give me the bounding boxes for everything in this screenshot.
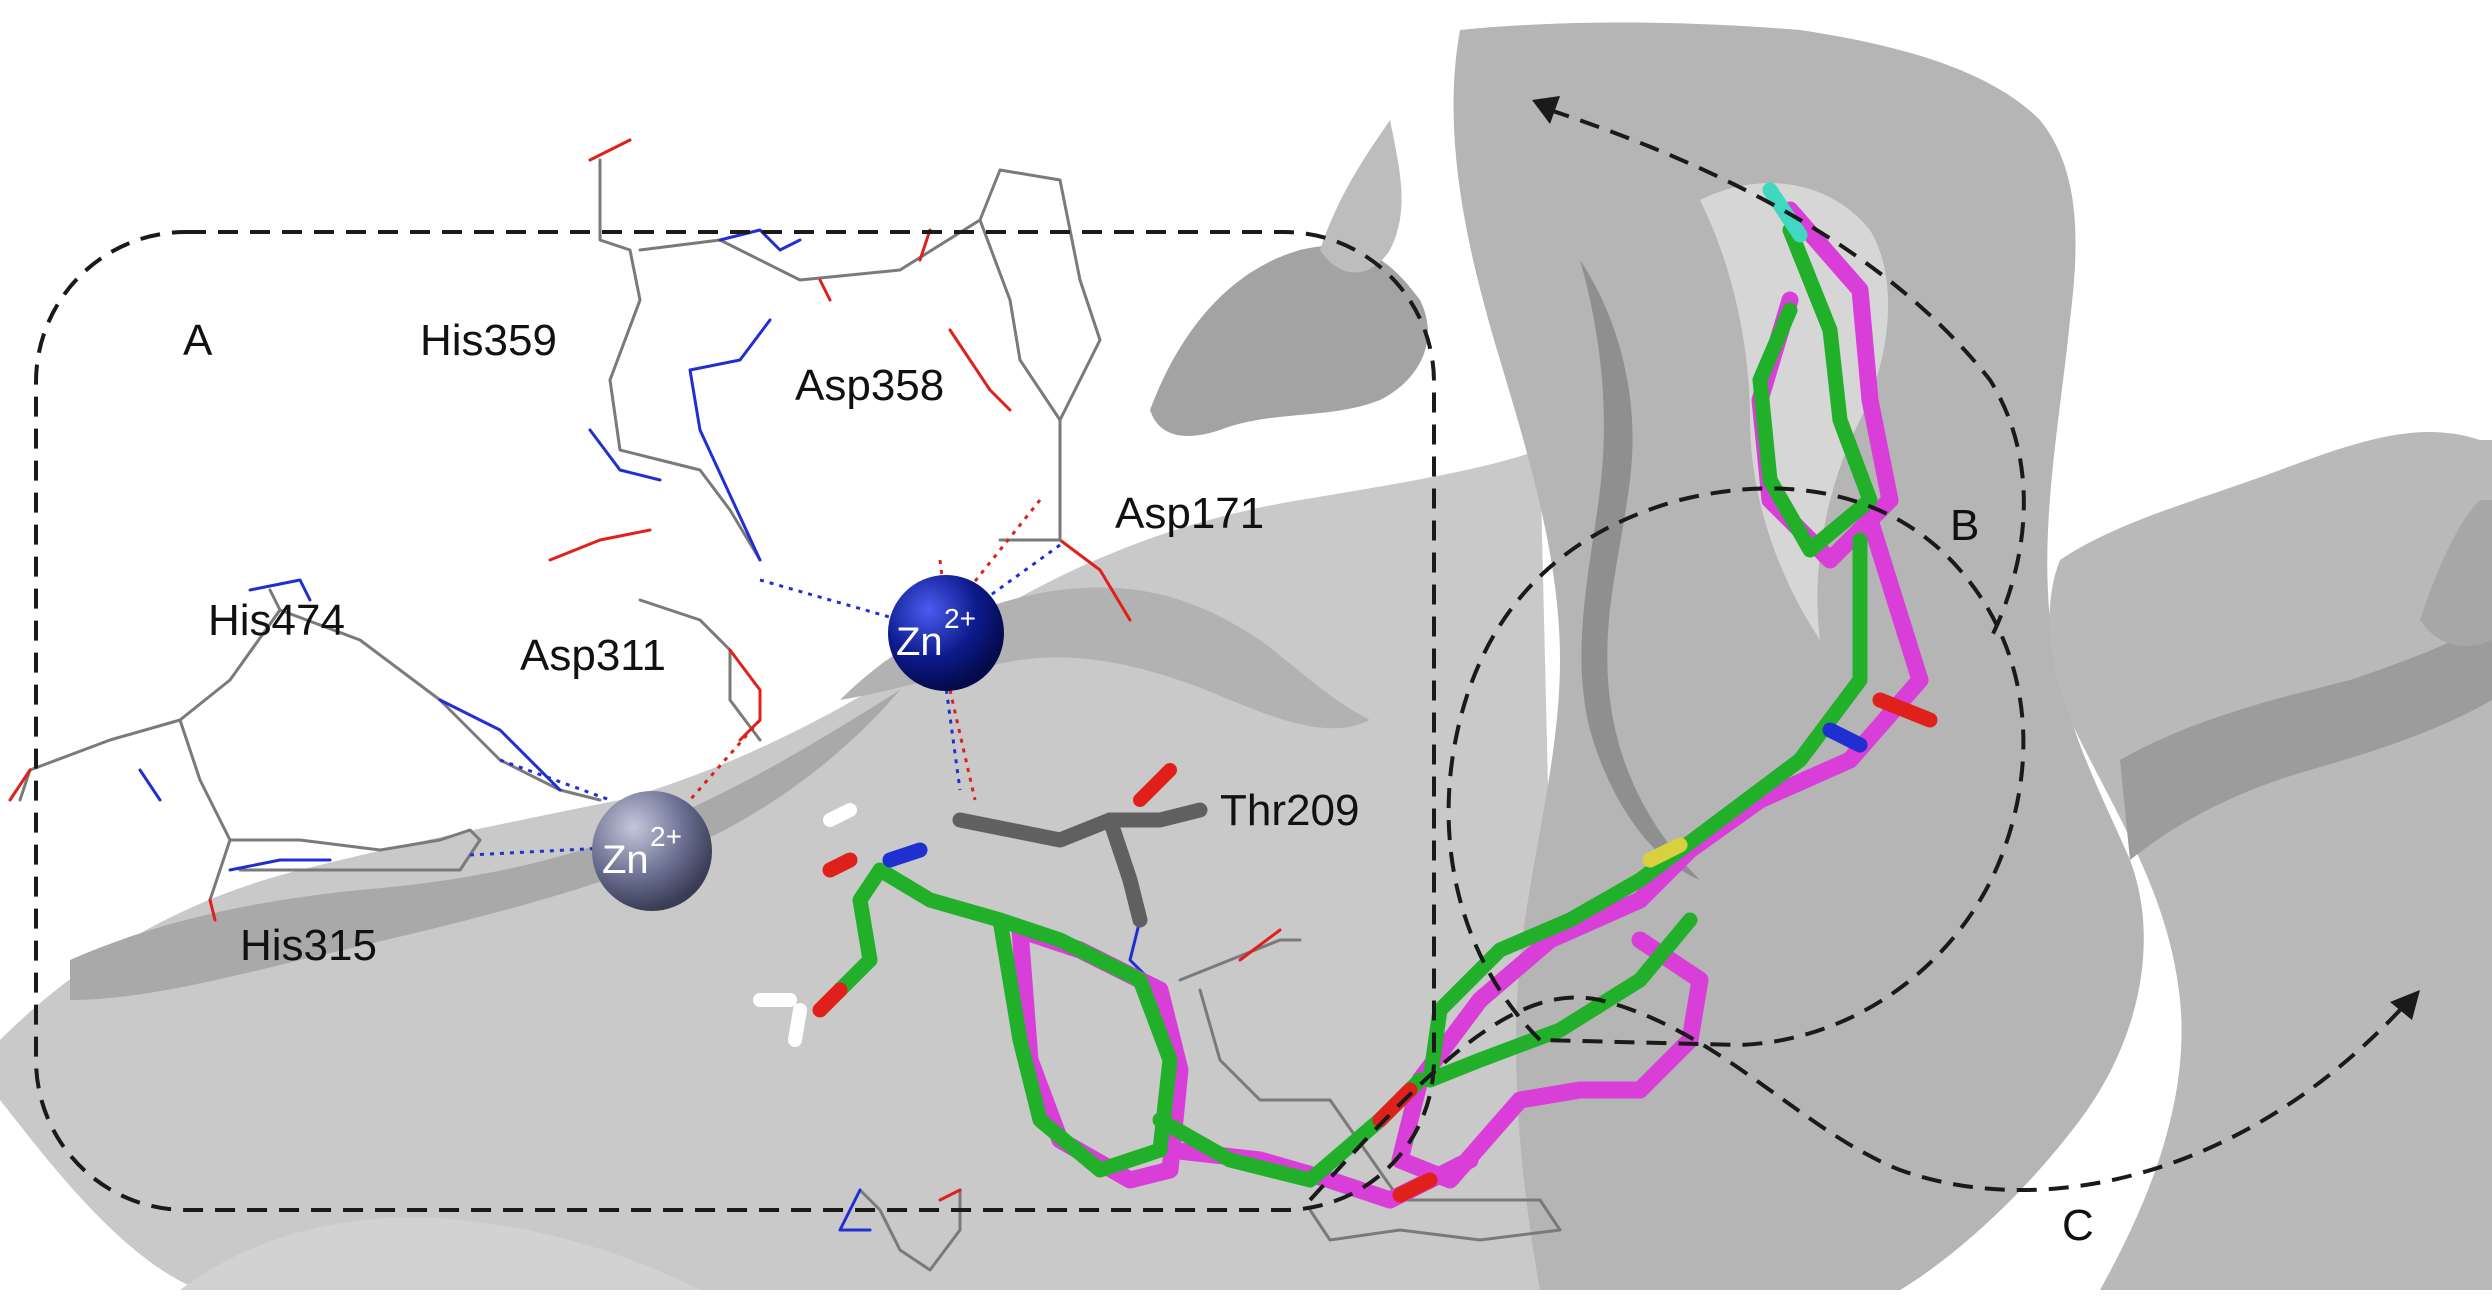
backbone-top-blue <box>718 228 802 252</box>
region-b-arrowhead <box>1532 96 1560 124</box>
thr209-branch <box>1102 812 1148 928</box>
label-asp171: Asp171 <box>1115 489 1264 538</box>
green-linker <box>1422 532 1868 1088</box>
molecular-surface <box>0 22 2492 1290</box>
his474-ring-blue <box>438 698 562 792</box>
asp358-red1 <box>948 328 1012 412</box>
zinc-ion-2-charge: 2+ <box>650 821 682 852</box>
region-c-arc <box>1308 995 2402 1202</box>
green-head <box>832 862 1008 998</box>
his359-chain <box>598 158 762 562</box>
bond-zn2-asp311 <box>688 719 762 801</box>
asp358-side <box>978 218 1062 542</box>
zinc-ion-1-charge: 2+ <box>944 603 976 634</box>
his315-ring <box>228 828 482 872</box>
label-his315: His315 <box>240 921 377 970</box>
asp358-red3 <box>818 278 832 302</box>
asp311-red2 <box>548 528 652 562</box>
labels: A B C His359 Asp358 Asp171 His474 Asp311… <box>183 316 2094 1250</box>
bond-zn1-down-blue <box>943 679 962 791</box>
oxygen-head-2 <box>822 852 858 878</box>
residue-wireframes <box>8 138 1562 1272</box>
bottom-residue-3-blue <box>838 1188 872 1232</box>
surface-left-ridge <box>70 690 900 1000</box>
asp358-red2 <box>918 228 932 262</box>
asp311-red <box>728 648 762 742</box>
his474-blue-top <box>248 578 312 602</box>
label-thr209: Thr209 <box>1220 786 1359 835</box>
his474-left <box>178 718 232 902</box>
label-asp311: Asp311 <box>520 631 666 680</box>
asp171-red <box>1058 538 1132 622</box>
zinc-sphere-grey <box>592 791 712 911</box>
oxygen-head-1 <box>812 982 848 1018</box>
thr209-stick <box>952 802 1208 928</box>
oxygen-bridge-2 <box>1392 1172 1438 1203</box>
bond-zn2-his315 <box>469 846 606 857</box>
surface-right-inner-dark <box>1580 260 1700 880</box>
his474-left-blue <box>138 768 162 802</box>
region-b-circle <box>1446 486 2026 1048</box>
his315-ring-blue <box>228 858 332 872</box>
surface-right-tunnel <box>1453 22 2144 1290</box>
sulfur-atom <box>1642 837 1688 868</box>
region-c-arrowhead <box>2390 990 2420 1020</box>
bond-zn2-his474 <box>499 758 611 802</box>
hydrogen-3 <box>823 803 857 827</box>
bottom-residue-3-red <box>938 1188 962 1202</box>
oxygen-atom-linker <box>1872 692 1938 728</box>
surface-far-right <box>2049 431 2492 1290</box>
label-region-a: A <box>183 316 213 365</box>
bond-zn1-asp358-red <box>958 499 1042 601</box>
label-his474: His474 <box>208 596 345 645</box>
oxygen-bridge-1 <box>1372 1082 1418 1128</box>
green-top-ring <box>1752 222 1878 558</box>
bottom-residue-2 <box>1198 988 1562 1242</box>
label-his359: His359 <box>420 316 557 365</box>
his474-ring <box>278 608 602 802</box>
asp358-ring-blue <box>688 318 772 562</box>
surface-right-inner-light <box>1700 183 1889 640</box>
region-a-box <box>34 230 1436 1212</box>
his474-red <box>8 768 32 802</box>
surface-bottom-edge <box>180 1217 700 1290</box>
backbone-top <box>638 168 1102 422</box>
label-region-c: C <box>2062 1201 2094 1250</box>
label-asp358: Asp358 <box>795 361 944 410</box>
hydroxyl-hydrogens <box>753 803 857 1047</box>
region-arrowheads <box>1532 96 2420 1020</box>
thr209-chain <box>952 802 1208 848</box>
region-b-arc <box>1549 108 2026 641</box>
zinc-sphere-blue <box>888 575 1004 691</box>
hydrogen-2 <box>788 1003 807 1047</box>
region-outlines <box>34 108 2402 1212</box>
his315-red <box>208 898 217 922</box>
zinc-ion-2: Zn 2+ <box>592 791 712 911</box>
green-lower-ring <box>992 912 1178 1178</box>
zinc-ion-1-symbol: Zn <box>896 620 943 664</box>
bottom-residue-3 <box>858 1188 962 1272</box>
nitrogen-head <box>882 842 928 868</box>
label-region-b: B <box>1950 501 1979 550</box>
surface-far-right-hook <box>2420 500 2492 646</box>
thr209-oxygen <box>1133 763 1177 807</box>
his359-chain-red <box>588 138 632 162</box>
surface-upper-hook <box>1320 120 1402 273</box>
bottom-residue-1-red <box>1238 928 1282 962</box>
surface-far-right-fold <box>2120 620 2492 860</box>
zinc-ion-2-symbol: Zn <box>602 838 649 882</box>
zinc-ion-1: Zn 2+ <box>888 575 1004 691</box>
nitrogen-atom-linker <box>1822 722 1868 753</box>
surface-upper-lobe <box>1150 245 1428 436</box>
his359-blue <box>588 428 662 482</box>
